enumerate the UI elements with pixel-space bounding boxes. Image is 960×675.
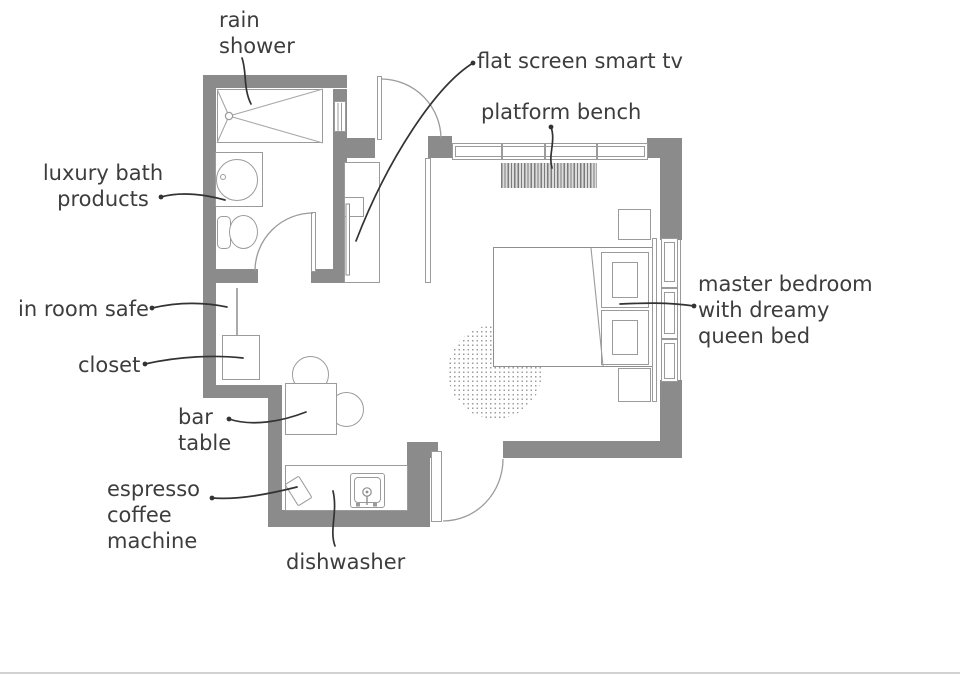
window-mullion <box>596 143 598 160</box>
wall-left <box>203 75 216 398</box>
label-line: flat screen smart tv <box>477 49 683 73</box>
shelf-inner <box>664 292 675 334</box>
bathroom-door-arc <box>254 212 314 272</box>
nightstand <box>618 209 651 240</box>
label-line: queen bed <box>698 324 811 348</box>
wall-entry-jamb <box>428 136 452 158</box>
vanity-tap <box>220 174 226 180</box>
label-line: platform bench <box>481 100 642 124</box>
wall-bathroom-right <box>333 89 347 283</box>
wall-kitchen-left <box>268 398 282 510</box>
wall-right-upper <box>660 158 682 240</box>
wall-kitchen-bottom <box>268 510 430 527</box>
label-line: coffee <box>107 503 172 527</box>
image-bottom-border <box>0 672 960 674</box>
label-line: closet <box>78 353 141 377</box>
wall-bedroom-bottom <box>503 441 682 458</box>
bar-table-top <box>285 383 337 435</box>
wall-right-lower <box>660 380 682 458</box>
wall-bathroom-top <box>203 75 347 88</box>
window-mullion <box>501 143 503 160</box>
label-closet: closet <box>78 352 140 378</box>
label-line: products <box>57 187 149 211</box>
nightstand <box>618 368 651 402</box>
label-in-room-safe: in room safe <box>18 296 149 322</box>
tv-panel <box>344 162 380 283</box>
bedroom-door-arc <box>442 458 504 522</box>
wall-entry-left <box>333 138 375 158</box>
wall-top-right-corner <box>647 138 682 158</box>
label-line: table <box>178 431 232 455</box>
wall-bathroom-bottom-left <box>203 269 258 283</box>
wall-partition-thin <box>425 158 431 283</box>
label-platform-bench: platform bench <box>481 99 641 125</box>
label-line: with dreamy <box>698 298 830 322</box>
label-line: in room safe <box>18 297 149 321</box>
label-dishwasher: dishwasher <box>286 549 405 575</box>
closet-box <box>222 335 260 380</box>
shelf-inner <box>664 242 675 282</box>
label-luxury-bath-products: luxury bath products <box>40 160 166 212</box>
shower-fixture <box>334 101 346 132</box>
label-flat-screen-smart-tv: flat screen smart tv <box>477 48 683 74</box>
pillow-inner <box>612 262 638 298</box>
shelf-divider <box>661 338 678 340</box>
label-line: bar <box>178 405 213 429</box>
vanity-basin <box>216 159 258 201</box>
label-master-bedroom: master bedroom with dreamy queen bed <box>698 271 873 349</box>
label-bar-table: bar table <box>178 404 231 456</box>
label-line: shower <box>219 34 295 58</box>
label-line: espresso <box>107 477 201 501</box>
pillow-inner <box>612 320 638 355</box>
wall-door-pier <box>407 442 430 522</box>
headboard <box>652 238 657 402</box>
dishwasher-sink-basin <box>354 477 381 503</box>
label-espresso-coffee-machine: espresso coffee machine <box>107 476 200 554</box>
platform-bench <box>501 163 597 188</box>
window-inner-frame <box>455 146 645 157</box>
shower-tray <box>217 89 323 143</box>
entry-door-arc <box>381 78 442 140</box>
tv-equipment <box>344 197 364 217</box>
label-rain-shower: rain shower <box>219 7 295 59</box>
label-line: luxury bath <box>42 161 164 185</box>
label-line: dishwasher <box>286 550 406 574</box>
entry-door-leaf <box>377 76 382 140</box>
wall-step <box>203 385 282 398</box>
bathroom-door-leaf <box>311 212 316 272</box>
shelf-divider <box>661 287 678 289</box>
shelf-inner <box>664 343 675 379</box>
label-line: master bedroom <box>698 272 873 296</box>
label-line: machine <box>107 529 198 553</box>
label-line: rain <box>219 8 260 32</box>
window-mullion <box>544 143 546 160</box>
pillow <box>601 310 649 365</box>
toilet-bowl <box>229 215 258 249</box>
niche-outer-line <box>680 240 682 380</box>
bedroom-door-leaf <box>431 451 442 522</box>
